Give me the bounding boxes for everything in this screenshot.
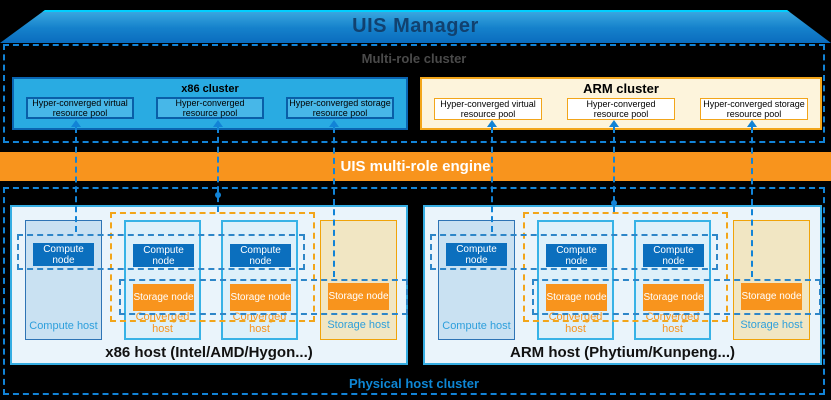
arm-pool-resource: Hyper-converged resource pool (567, 98, 675, 120)
connector-arm-virtual-pool (491, 127, 493, 232)
connector-arm-storage-pool (751, 127, 753, 277)
x86-pool-virtual: Hyper-converged virtual resource pool (26, 97, 134, 119)
arm-pool-row: Hyper-converged virtual resource pool Hy… (422, 96, 820, 120)
storage-node-box: Storage node (546, 284, 607, 311)
x86-host-box: Compute node Compute host Compute node S… (10, 205, 408, 365)
arm-cluster-title: ARM cluster (583, 81, 659, 96)
connector-x86-resource-pool (217, 127, 219, 212)
banner-highlight-line (30, 10, 801, 12)
x86-host-title: x86 host (Intel/AMD/Hygon...) (105, 344, 313, 361)
connector-arm-resource-pool (613, 127, 615, 212)
x86-converged-host-1-box: Compute node Storage node Converged host (124, 220, 201, 340)
connector-arrow-up-icon (329, 120, 339, 127)
x86-pool-row: Hyper-converged virtual resource pool Hy… (14, 95, 406, 119)
storage-host-label: Storage host (740, 319, 803, 332)
connector-x86-storage-pool (333, 127, 335, 277)
converged-host-label: Converged host (232, 310, 287, 336)
connector-x86-virtual-pool (75, 127, 77, 232)
connector-dot (611, 200, 617, 206)
uis-manager-title: UIS Manager (352, 15, 479, 37)
compute-node-box: Compute node (643, 244, 704, 267)
connector-arrow-up-icon (747, 120, 757, 127)
storage-node-box: Storage node (230, 284, 291, 311)
uis-manager-banner: UIS Manager (0, 10, 831, 43)
x86-compute-host-box: Compute node Compute host (25, 220, 102, 340)
storage-node-box: Storage node (328, 283, 389, 310)
connector-arrow-up-icon (71, 120, 81, 127)
compute-host-label: Compute host (29, 320, 98, 333)
compute-node-box: Compute node (230, 244, 291, 267)
connector-arrow-up-icon (609, 120, 619, 127)
converged-host-label: Converged host (645, 310, 700, 336)
storage-node-box: Storage node (741, 283, 802, 310)
arm-pool-virtual: Hyper-converged virtual resource pool (434, 98, 542, 120)
connector-arrow-up-icon (213, 120, 223, 127)
x86-cluster-box: x86 cluster Hyper-converged virtual reso… (12, 77, 408, 130)
uis-multi-role-engine-band: UIS multi-role engine (0, 152, 831, 181)
compute-node-box: Compute node (33, 243, 94, 266)
x86-pool-storage: Hyper-converged storage resource pool (286, 97, 394, 119)
storage-host-label: Storage host (327, 319, 390, 332)
x86-cluster-title: x86 cluster (181, 83, 239, 95)
converged-host-label: Converged host (135, 310, 190, 336)
arm-pool-storage: Hyper-converged storage resource pool (700, 98, 808, 120)
compute-node-box: Compute node (446, 243, 507, 266)
physical-host-cluster-label: Physical host cluster (348, 376, 480, 391)
connector-arrow-up-icon (487, 120, 497, 127)
storage-node-box: Storage node (133, 284, 194, 311)
x86-pool-resource: Hyper-converged resource pool (156, 97, 264, 119)
arm-storage-host-box: Storage node Storage host (733, 220, 810, 340)
physical-host-cluster-box: Physical host cluster (3, 187, 825, 395)
arm-converged-host-1-box: Compute node Storage node Converged host (537, 220, 614, 340)
compute-node-box: Compute node (133, 244, 194, 267)
arm-host-box: Compute node Compute host Compute node S… (423, 205, 822, 365)
x86-storage-host-box: Storage node Storage host (320, 220, 397, 340)
x86-converged-host-2-box: Compute node Storage node Converged host (221, 220, 298, 340)
uis-multi-role-engine-label: UIS multi-role engine (340, 158, 491, 175)
compute-host-label: Compute host (442, 320, 511, 333)
arm-host-title: ARM host (Phytium/Kunpeng...) (510, 344, 735, 361)
arm-converged-host-2-box: Compute node Storage node Converged host (634, 220, 711, 340)
connector-dot (215, 192, 221, 198)
multi-role-cluster-label: Multi-role cluster (361, 51, 467, 66)
arm-cluster-box: ARM cluster Hyper-converged virtual reso… (420, 77, 822, 130)
storage-node-box: Storage node (643, 284, 704, 311)
converged-host-label: Converged host (548, 310, 603, 336)
arm-compute-host-box: Compute node Compute host (438, 220, 515, 340)
multi-role-cluster-box: Multi-role cluster (3, 44, 825, 143)
compute-node-box: Compute node (546, 244, 607, 267)
